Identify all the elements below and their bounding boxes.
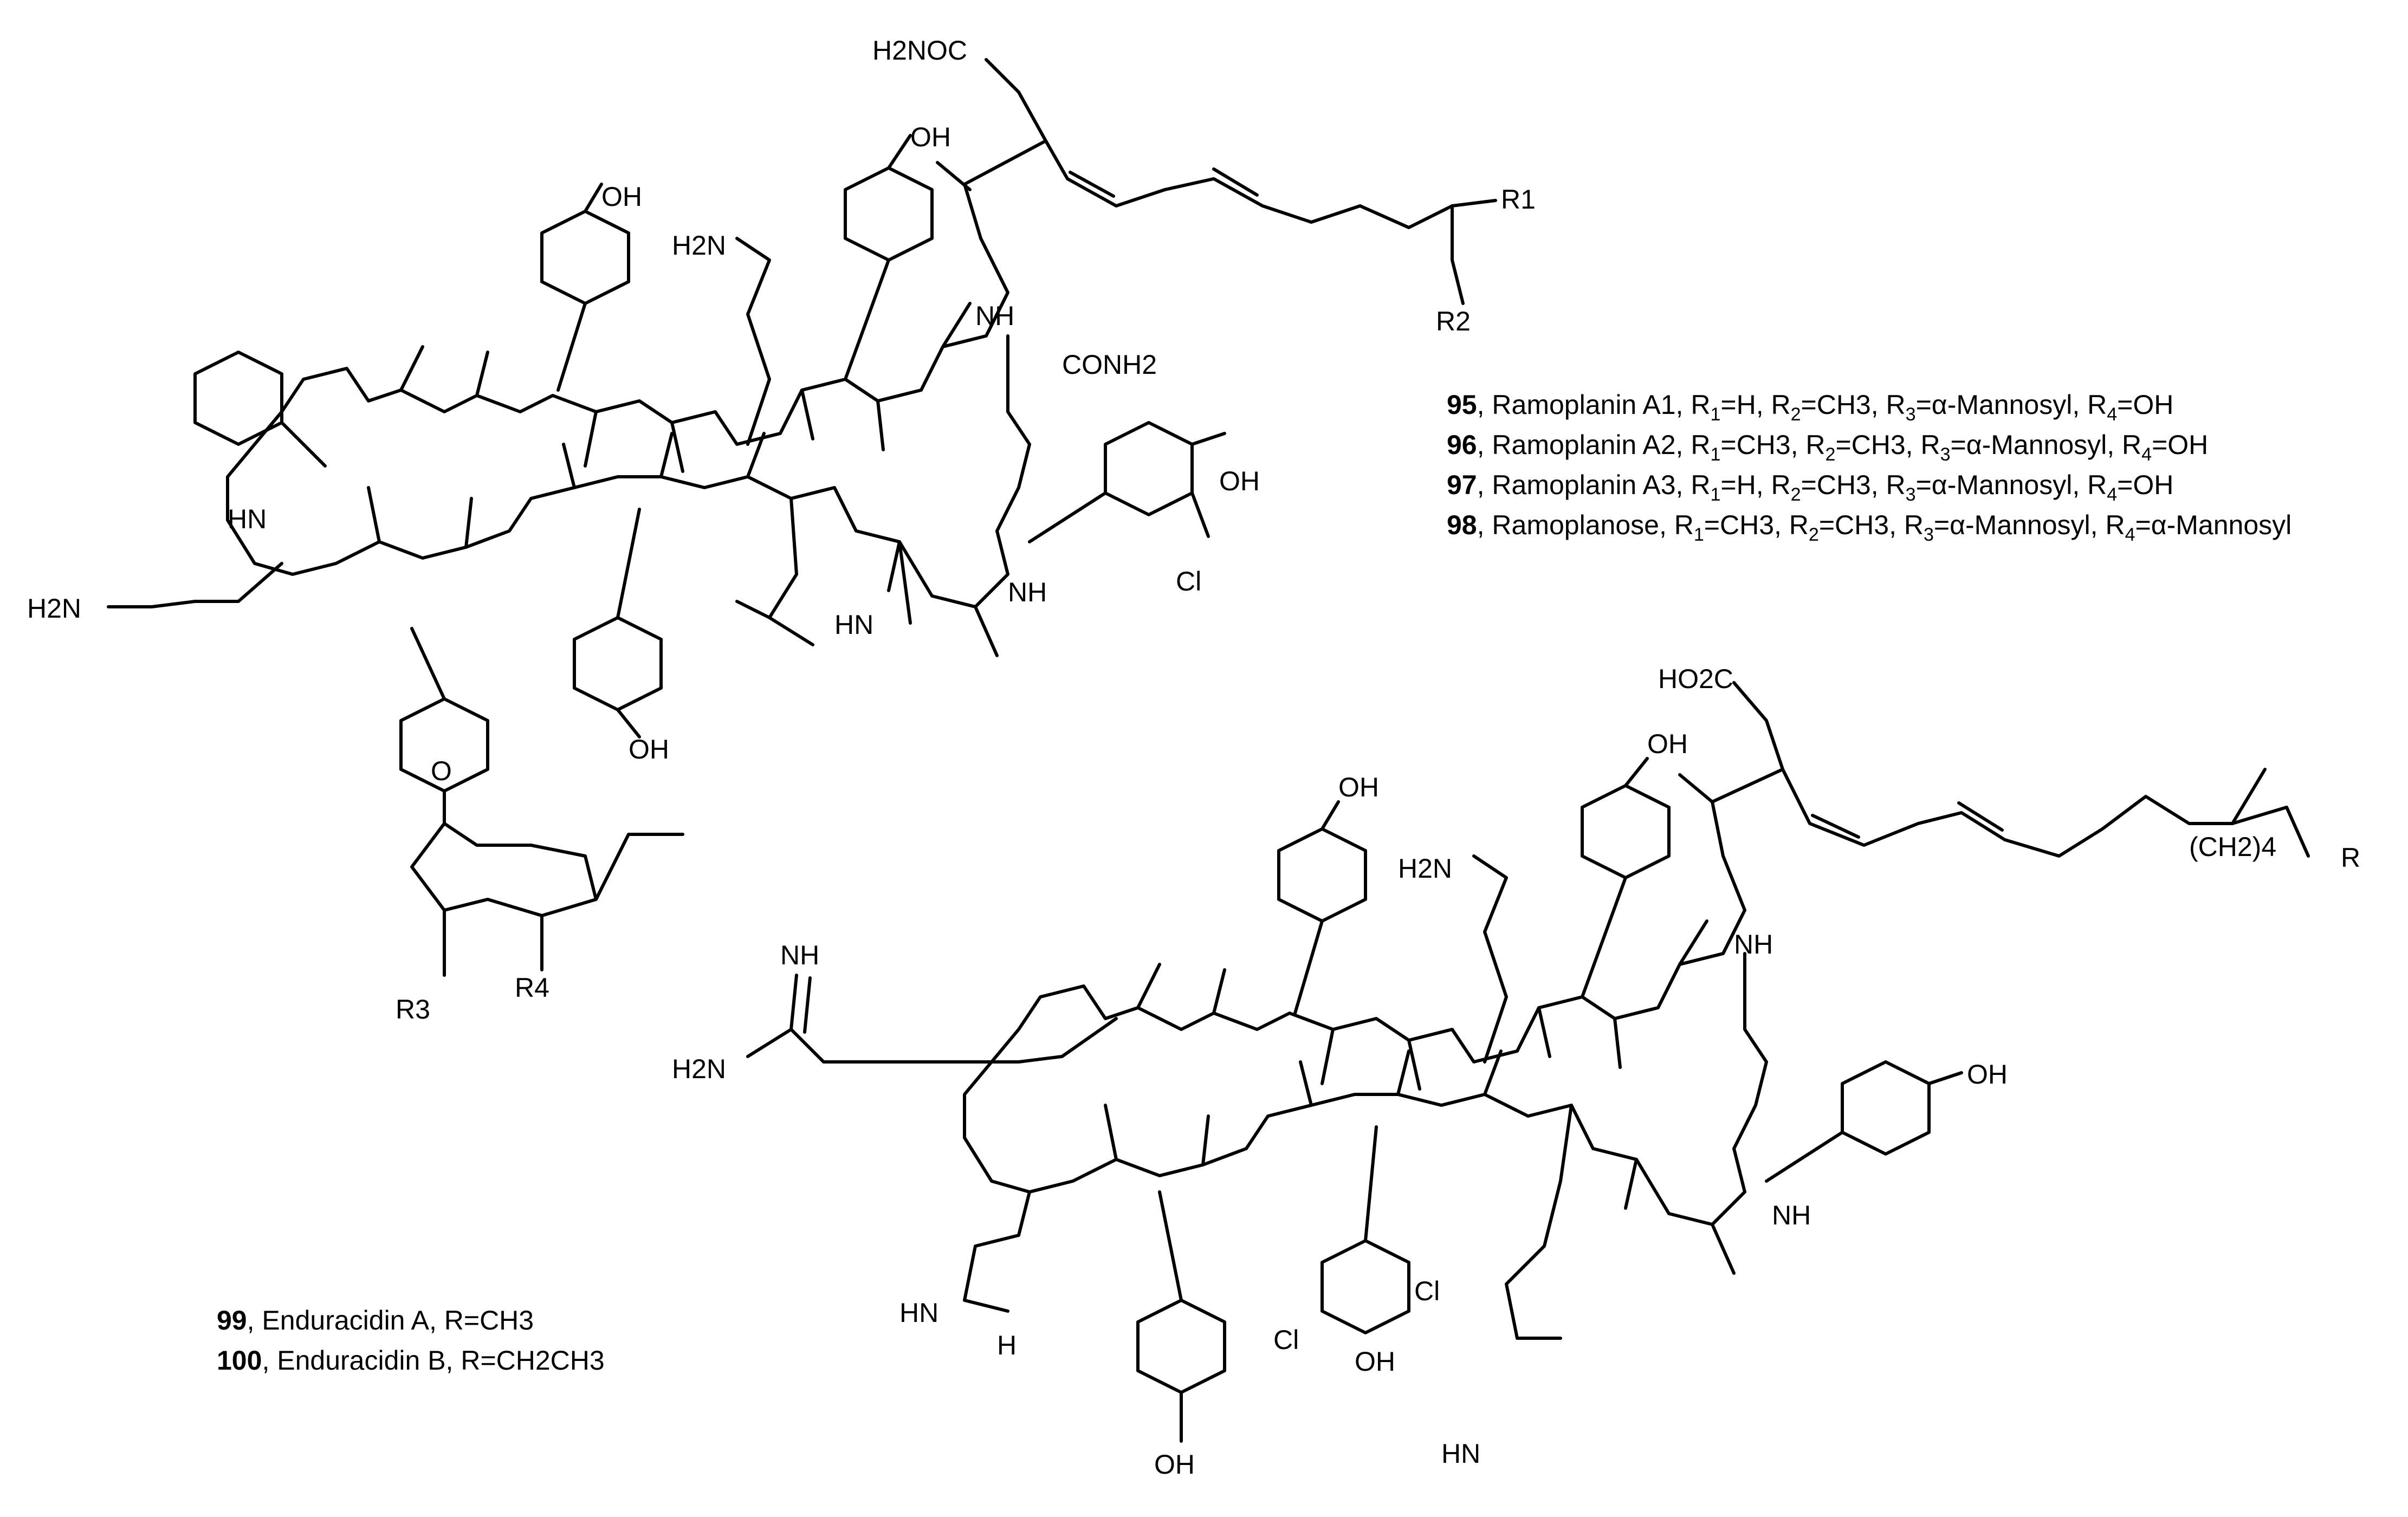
- compound-number: 100: [217, 1345, 262, 1376]
- enduracidin-nh-label: NH: [1772, 1200, 1811, 1230]
- enduracidin-r-label: R: [2341, 842, 2360, 873]
- enduracidin-legend-row: 99, Enduracidin A, R=CH3: [217, 1305, 534, 1336]
- enduracidin-imine-label: HN: [1441, 1438, 1480, 1469]
- ramoplanin-oh-label: OH: [1219, 466, 1260, 496]
- ramoplanin-oh-label: OH: [910, 122, 951, 152]
- compound-number: 95: [1447, 390, 1477, 420]
- ramoplanin-chloro-label: Cl: [1176, 566, 1201, 597]
- r1-value: H: [1736, 390, 1756, 420]
- ramoplanin-amide-top-label: H2NOC: [872, 35, 967, 66]
- enduracidin-h-label: H: [997, 1330, 1017, 1360]
- ramoplanin-oh-label: OH: [629, 734, 669, 764]
- ramoplanin-legend-row: 98, Ramoplanose, R1=CH3, R2=CH3, R3=α-Ma…: [1447, 510, 2292, 545]
- compound-name: Enduracidin B: [277, 1345, 446, 1376]
- r3-value: α-Mannosyl: [1931, 470, 2073, 500]
- r1-value: CH3: [1736, 430, 1791, 460]
- compound-name: Ramoplanin A1: [1492, 390, 1676, 420]
- enduracidin-legend: 99, Enduracidin A, R=CH3 100, Enduracidi…: [217, 1300, 605, 1380]
- enduracidin-guanidine-amine-label: H2N: [672, 1054, 726, 1084]
- r2-value: CH3: [1835, 510, 1889, 540]
- enduracidin-side-amine-label: H2N: [1398, 853, 1452, 884]
- ramoplanin-nh-label: NH: [1008, 577, 1047, 607]
- compound-name: Ramoplanin A3: [1492, 470, 1676, 500]
- compound-name: Ramoplanose: [1492, 510, 1659, 540]
- compound-name: Ramoplanin A2: [1492, 430, 1676, 460]
- r3-value: α-Mannosyl: [1931, 390, 2073, 420]
- compound-number: 98: [1447, 510, 1477, 540]
- enduracidin-nh-label: NH: [1734, 929, 1773, 960]
- compound-number: 97: [1447, 470, 1477, 500]
- enduracidin-oh-label: OH: [1154, 1449, 1195, 1480]
- r-value: CH2CH3: [496, 1345, 605, 1376]
- enduracidin-structure: HO2C (CH2)4 R H2N NH H2N Cl Cl OH OH OH …: [672, 664, 2360, 1480]
- enduracidin-acid-top-label: HO2C: [1658, 664, 1733, 694]
- compound-name: Enduracidin A: [262, 1305, 429, 1336]
- enduracidin-oh-label: OH: [1647, 729, 1688, 759]
- enduracidin-chain-label: (CH2)4: [2189, 832, 2276, 862]
- r2-value: CH3: [1816, 390, 1871, 420]
- compound-number: 99: [217, 1305, 247, 1336]
- enduracidin-oh-label: OH: [1338, 772, 1379, 802]
- ramoplanin-hn-label: HN: [228, 504, 267, 534]
- ramoplanin-legend-row: 95, Ramoplanin A1, R1=H, R2=CH3, R3=α-Ma…: [1447, 390, 2174, 425]
- enduracidin-legend-row: 100, Enduracidin B, R=CH2CH3: [217, 1345, 605, 1376]
- r4-value: OH: [2133, 390, 2174, 420]
- ramoplanin-r3-label: R3: [396, 994, 430, 1025]
- enduracidin-guanidine-nh-label: NH: [780, 940, 819, 970]
- r3-value: α-Mannosyl: [1950, 510, 2090, 540]
- ramoplanin-r2-label: R2: [1436, 306, 1471, 336]
- r3-value: α-Mannosyl: [1966, 430, 2107, 460]
- r2-value: CH3: [1816, 470, 1871, 500]
- compound-number: 96: [1447, 430, 1477, 460]
- ramoplanin-left-amine-label: H2N: [27, 593, 81, 624]
- r4-value: OH: [2133, 470, 2174, 500]
- enduracidin-chloro-label: Cl: [1414, 1276, 1440, 1306]
- enduracidin-chloro-label: Cl: [1273, 1325, 1299, 1355]
- ramoplanin-structure: H2NOC R1 R2 OH OH OH OH H2N H2N CONH2 Cl…: [27, 35, 1536, 1025]
- r4-value: α-Mannosyl: [2151, 510, 2292, 540]
- r2-value: CH3: [1851, 430, 1906, 460]
- r-value: CH3: [480, 1305, 534, 1336]
- enduracidin-imine-label: HN: [899, 1298, 938, 1328]
- ramoplanin-ring-oxygen-label: O: [431, 756, 452, 786]
- ramoplanin-r1-label: R1: [1501, 184, 1536, 215]
- r4-value: OH: [2167, 430, 2209, 460]
- ramoplanin-r4-label: R4: [515, 973, 549, 1003]
- r1-value: H: [1736, 470, 1756, 500]
- ramoplanin-carboxamide-label: CONH2: [1062, 349, 1157, 380]
- ramoplanin-side-amine-label: H2N: [672, 230, 726, 261]
- ramoplanin-nh-label: NH: [975, 301, 1014, 331]
- ramoplanin-legend-row: 96, Ramoplanin A2, R1=CH3, R2=CH3, R3=α-…: [1447, 430, 2209, 465]
- ramoplanin-legend: 95, Ramoplanin A1, R1=H, R2=CH3, R3=α-Ma…: [1447, 385, 2292, 545]
- ramoplanin-hn-label: HN: [834, 610, 873, 640]
- ramoplanin-legend-row: 97, Ramoplanin A3, R1=H, R2=CH3, R3=α-Ma…: [1447, 470, 2174, 505]
- r1-value: CH3: [1719, 510, 1775, 540]
- enduracidin-oh-label: OH: [1967, 1059, 2008, 1090]
- enduracidin-oh-label: OH: [1355, 1346, 1395, 1377]
- ramoplanin-oh-label: OH: [601, 181, 642, 212]
